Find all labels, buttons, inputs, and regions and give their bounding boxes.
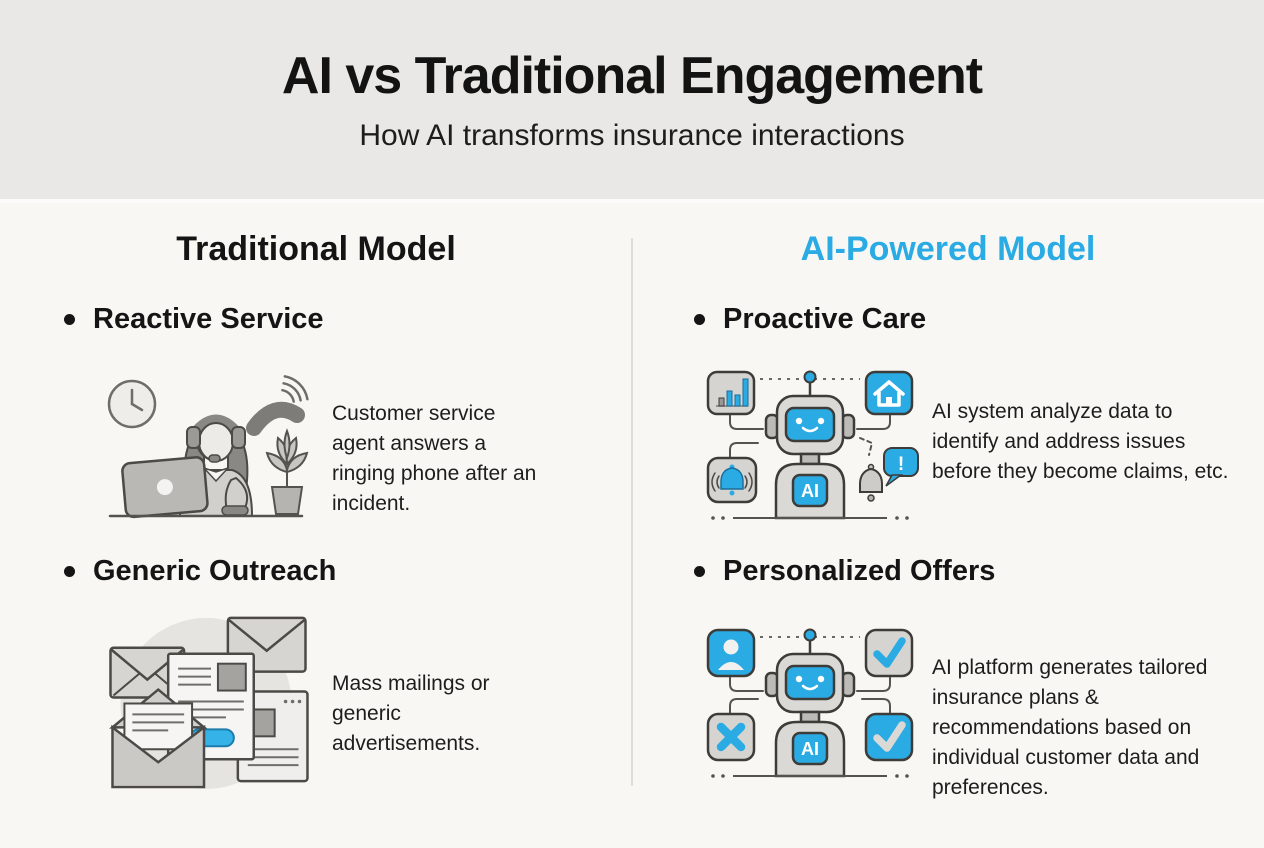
ai-robot-monitoring-illustration: ! AI (700, 352, 920, 530)
open-envelope-icon (109, 687, 208, 789)
clock-icon (107, 379, 157, 429)
description-generic-outreach: Mass mailings or generic advertisements. (332, 672, 490, 755)
baseline (711, 516, 909, 520)
robot-figure: AI (764, 628, 856, 778)
customer-profile-icon (706, 628, 756, 678)
bar-chart-icon (706, 370, 756, 416)
elbow-connectors (729, 675, 891, 715)
plant-icon (265, 428, 309, 515)
heading-label: Personalized Offers (723, 555, 996, 587)
column-divider (631, 238, 633, 786)
heading-proactive-care: Proactive Care (694, 303, 926, 336)
checkmark-icon (864, 712, 914, 762)
ai-badge-label: AI (801, 739, 819, 759)
elbow-connectors (729, 413, 891, 459)
page-title: AI vs Traditional Engagement (281, 47, 983, 105)
cross-icon (706, 712, 756, 762)
checkmark-icon (864, 628, 914, 678)
bullet-dot (64, 314, 75, 325)
mass-mailing-illustration (96, 604, 316, 798)
column-title-ai-powered: AI-Powered Model (800, 230, 1096, 268)
heading-label: Generic Outreach (93, 555, 337, 587)
description-reactive-service: Customer service agent answers a ringing… (332, 402, 537, 515)
notification-bubble-icon: ! (859, 447, 919, 502)
laptop-icon (121, 456, 209, 519)
robot-figure: AI (764, 370, 856, 520)
bullet-dot (694, 314, 705, 325)
heading-label: Proactive Care (723, 303, 927, 335)
home-icon (864, 370, 914, 416)
heading-personalized-offers: Personalized Offers (694, 555, 995, 588)
heading-label: Reactive Service (93, 303, 324, 335)
bullet-dot (694, 566, 705, 577)
page-subtitle: How AI transforms insurance interactions (359, 119, 905, 152)
heading-generic-outreach: Generic Outreach (64, 555, 336, 588)
description-personalized-offers: AI platform generates tailored insurance… (932, 656, 1208, 799)
bullet-dot (64, 566, 75, 577)
baseline (711, 774, 909, 778)
ad-card-icon (236, 690, 309, 783)
envelope-icon (109, 646, 186, 699)
ringing-phone-icon (246, 375, 309, 436)
exclamation-label: ! (898, 454, 904, 475)
header: AI vs Traditional Engagement How AI tran… (0, 0, 1264, 203)
customer-service-illustration (96, 360, 316, 528)
column-title-traditional: Traditional Model (176, 230, 456, 268)
ai-robot-personalization-illustration: AI (700, 610, 920, 788)
ai-badge-label: AI (801, 481, 819, 501)
heading-reactive-service: Reactive Service (64, 303, 324, 336)
bell-alert-icon (706, 456, 758, 504)
description-proactive-care: AI system analyze data to identify and a… (932, 400, 1229, 483)
